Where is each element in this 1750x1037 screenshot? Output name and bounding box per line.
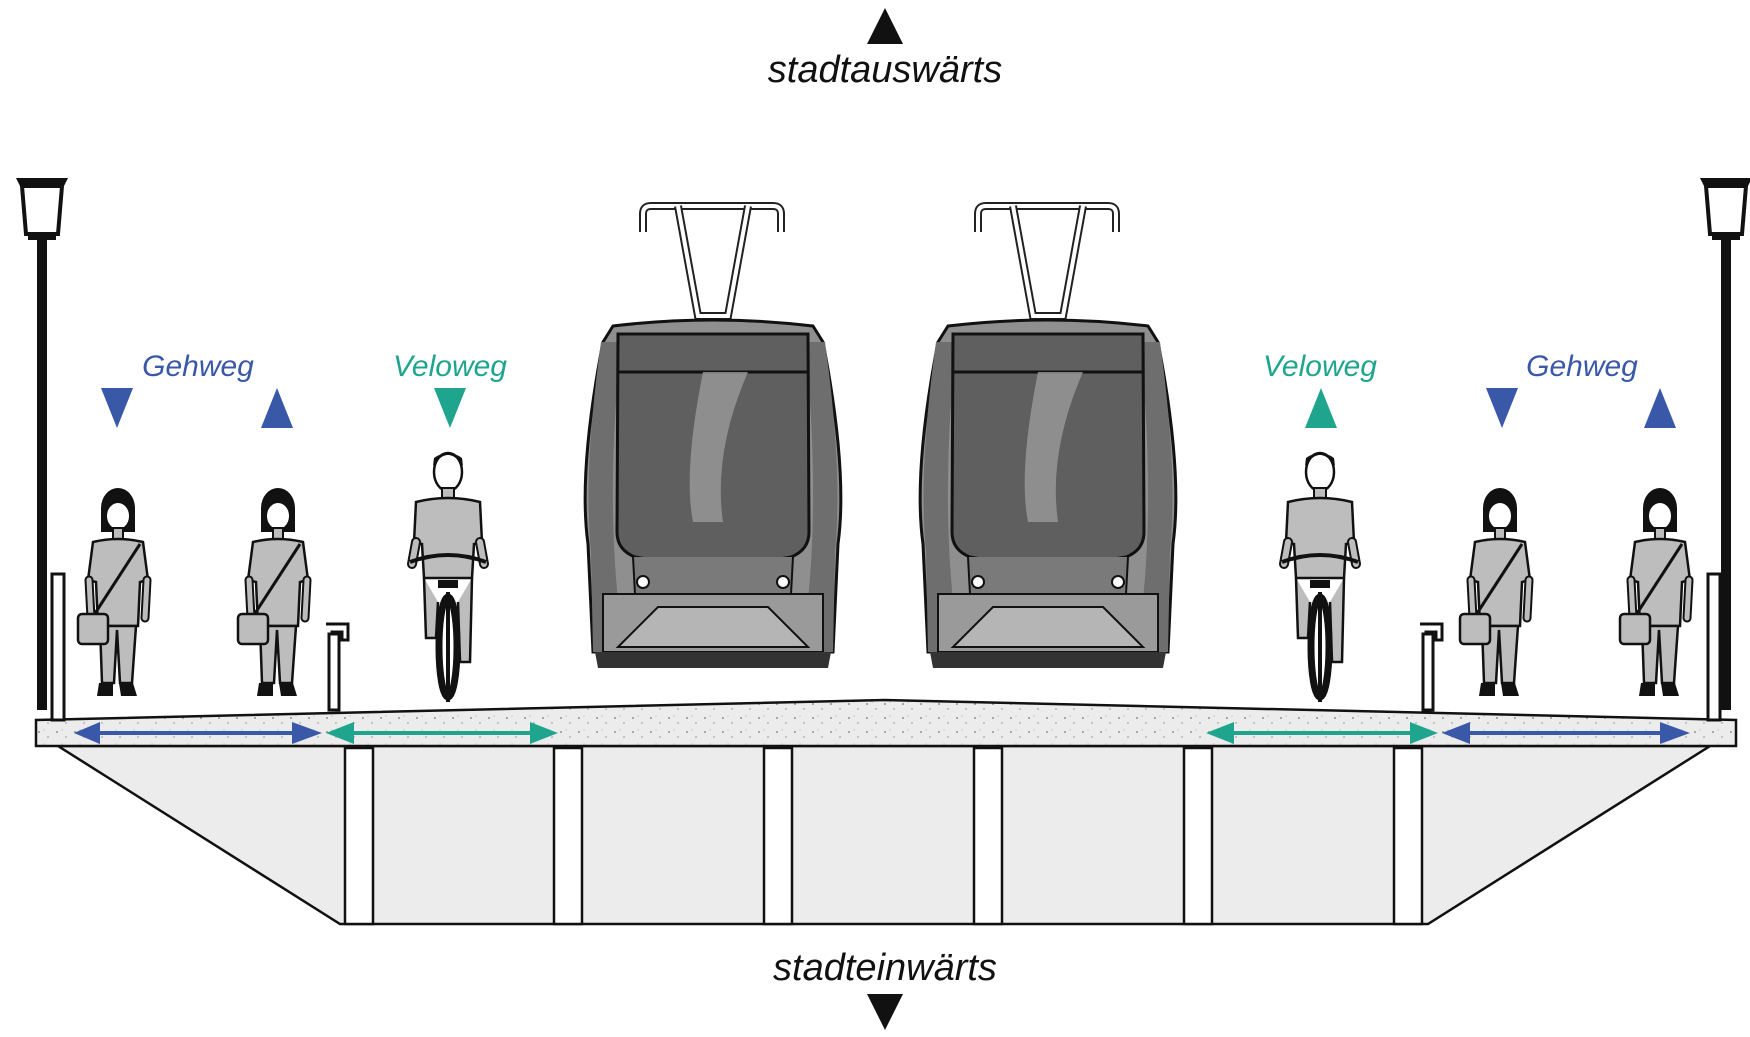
pedestrian-right-2-icon bbox=[1620, 488, 1690, 696]
bikeway-left-down-arrow-icon bbox=[434, 388, 466, 428]
sidewalk-left-up-arrow-icon bbox=[261, 388, 293, 428]
lane-label-right-bikeway: Veloweg bbox=[1263, 350, 1377, 383]
lane-label-left-sidewalk: Gehweg bbox=[142, 350, 254, 383]
pedestrian-left-1-icon bbox=[78, 488, 148, 696]
railing-post-left bbox=[52, 574, 64, 720]
bollard-right-icon bbox=[1420, 624, 1442, 710]
bridge-deck bbox=[36, 700, 1736, 746]
cyclist-right-icon bbox=[1282, 453, 1358, 702]
sidewalk-right-down-arrow-icon bbox=[1486, 388, 1518, 428]
pedestrian-right-1-icon bbox=[1460, 488, 1530, 696]
bollard-left-icon bbox=[326, 624, 348, 710]
bridge-substructure bbox=[58, 746, 1710, 924]
railing-post-right bbox=[1708, 574, 1720, 720]
tram-outbound-icon bbox=[585, 206, 841, 668]
lane-label-left-bikeway: Veloweg bbox=[393, 350, 507, 383]
pedestrian-left-2-icon bbox=[238, 488, 308, 696]
outbound-arrow-icon bbox=[867, 8, 903, 44]
tram-inbound-icon bbox=[920, 206, 1176, 668]
inbound-direction-label: stadteinwärts bbox=[773, 947, 997, 989]
inbound-arrow-icon bbox=[867, 994, 903, 1030]
cyclist-left-icon bbox=[410, 453, 486, 702]
bikeway-right-up-arrow-icon bbox=[1305, 388, 1337, 428]
sidewalk-right-up-arrow-icon bbox=[1644, 388, 1676, 428]
outbound-direction-label: stadtauswärts bbox=[768, 49, 1002, 91]
sidewalk-left-down-arrow-icon bbox=[101, 388, 133, 428]
lane-label-right-sidewalk: Gehweg bbox=[1526, 350, 1638, 383]
